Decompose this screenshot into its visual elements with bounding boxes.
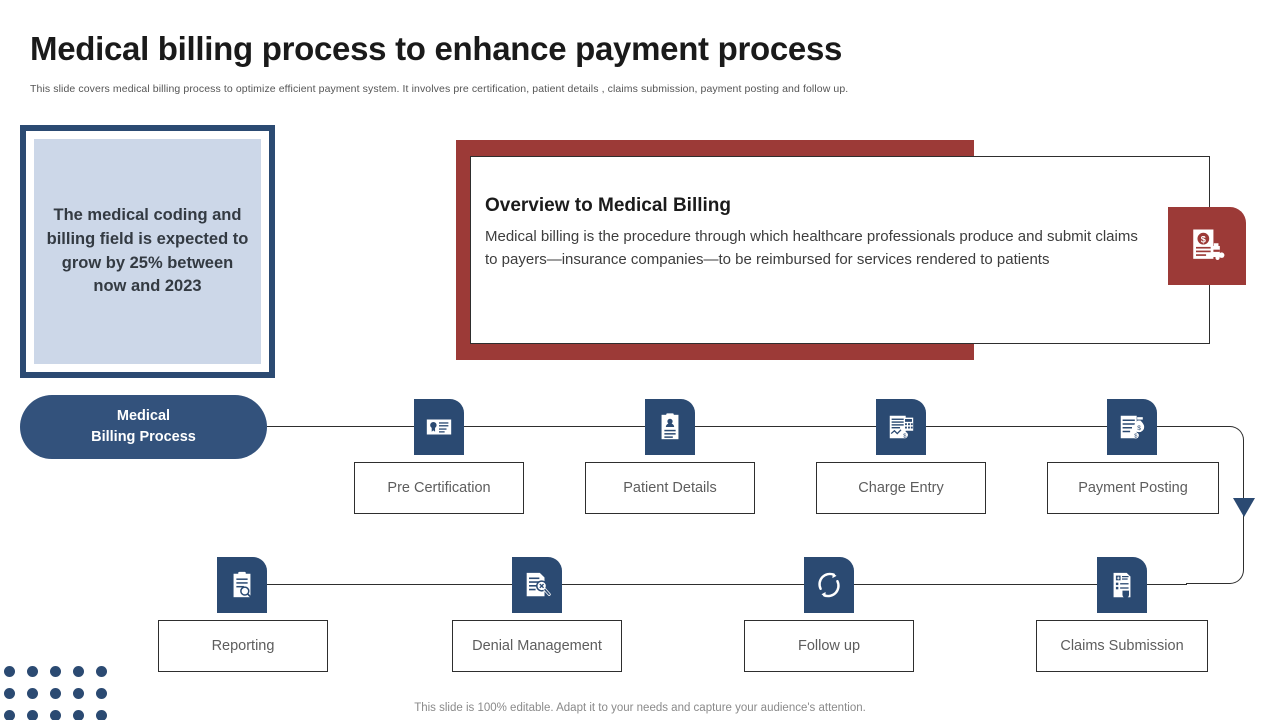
- step-label-follow-up[interactable]: Follow up: [744, 620, 914, 672]
- step-label-text: Follow up: [797, 638, 861, 654]
- step-label-text: Payment Posting: [1078, 480, 1188, 496]
- svg-text:$: $: [903, 433, 907, 439]
- step-label-patient-details[interactable]: Patient Details: [585, 462, 755, 514]
- patient-record-icon[interactable]: [645, 399, 695, 455]
- invoice-dollar-icon: $: [1168, 207, 1246, 285]
- step-label-denial-management[interactable]: Denial Management: [452, 620, 622, 672]
- invoice-calculator-icon[interactable]: $: [876, 399, 926, 455]
- step-label-pre-certification[interactable]: Pre Certification: [354, 462, 524, 514]
- connector-row1: [267, 426, 1187, 428]
- step-label-text: Pre Certification: [387, 480, 491, 496]
- stat-card-inner: The medical coding and billing field is …: [34, 139, 261, 364]
- refresh-cycle-icon[interactable]: [804, 557, 854, 613]
- svg-text:$: $: [1134, 434, 1138, 440]
- clipboard-search-icon[interactable]: [217, 557, 267, 613]
- step-label-charge-entry[interactable]: Charge Entry: [816, 462, 986, 514]
- page-subtitle: This slide covers medical billing proces…: [30, 83, 849, 95]
- footer-note: This slide is 100% editable. Adapt it to…: [414, 702, 866, 714]
- page-title: Medical billing process to enhance payme…: [30, 30, 843, 67]
- step-label-text: Reporting: [211, 638, 275, 654]
- connector-row2: [242, 584, 1187, 586]
- step-label-claims-submission[interactable]: Claims Submission: [1036, 620, 1208, 672]
- svg-text:$: $: [1137, 425, 1141, 432]
- stat-card-text: The medical coding and billing field is …: [46, 205, 249, 296]
- money-bag-document-icon[interactable]: $$: [1107, 399, 1157, 455]
- overview-title: Overview to Medical Billing: [485, 195, 732, 216]
- stat-card: The medical coding and billing field is …: [20, 125, 275, 378]
- arrow-down-icon: [1233, 498, 1255, 517]
- svg-text:$: $: [1201, 235, 1206, 245]
- flow-start-medical-billing-process[interactable]: Medical Billing Process: [20, 395, 267, 459]
- step-label-text: Patient Details: [623, 480, 717, 496]
- flow-start-line2: Billing Process: [91, 429, 196, 445]
- overview-body: Medical billing is the procedure through…: [485, 228, 1138, 268]
- flow-start-label: Medical Billing Process: [91, 406, 196, 448]
- step-label-reporting[interactable]: Reporting: [158, 620, 328, 672]
- flow-start-line1: Medical: [116, 407, 171, 424]
- step-label-text: Charge Entry: [858, 480, 944, 496]
- overview-card: Overview to Medical Billing Medical bill…: [470, 156, 1210, 344]
- certificate-icon[interactable]: [414, 399, 464, 455]
- decorative-dot-grid: [4, 666, 107, 720]
- document-denied-search-icon[interactable]: [512, 557, 562, 613]
- step-label-text: Denial Management: [472, 638, 602, 654]
- medical-claim-shield-icon[interactable]: [1097, 557, 1147, 613]
- step-label-text: Claims Submission: [1060, 638, 1184, 654]
- step-label-payment-posting[interactable]: Payment Posting: [1047, 462, 1219, 514]
